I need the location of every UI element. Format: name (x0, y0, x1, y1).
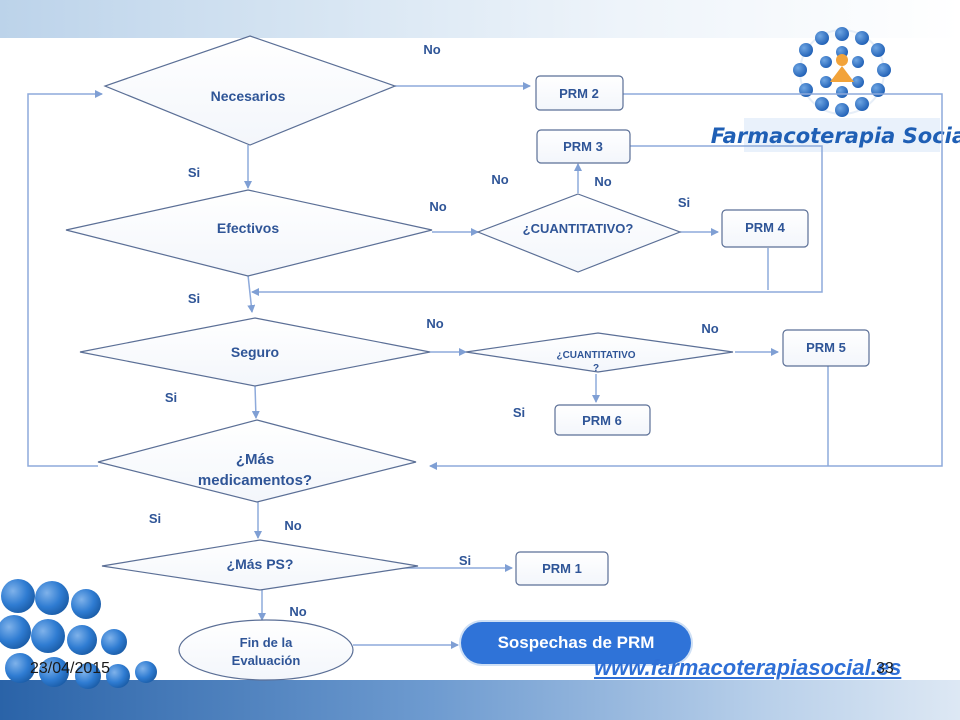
logo-dots-icon (793, 27, 891, 117)
page-number: 33 (876, 660, 894, 677)
bottom-gradient-bar (0, 680, 960, 720)
decision-efectivos (65, 189, 433, 277)
edge-label-si: Si (459, 553, 471, 568)
label-prm4: PRM 4 (745, 220, 786, 235)
box-prm4 (721, 209, 809, 248)
edge-label-no: No (701, 321, 718, 336)
label-mas-medicamentos-1: ¿Más (236, 451, 274, 468)
edge-label-no: No (594, 174, 611, 189)
edge-label-no: No (429, 199, 446, 214)
label-cuantitativo-2b: ? (593, 363, 599, 374)
edge-label-si: Si (188, 165, 200, 180)
box-prm2 (535, 75, 624, 111)
edge-label-si: Si (513, 405, 525, 420)
edge-label-no: No (423, 42, 440, 57)
edge-label-no: No (491, 172, 508, 187)
logo: Farmacoterapia Social (711, 27, 960, 152)
box-prm6 (554, 404, 651, 436)
label-prm2: PRM 2 (559, 86, 599, 101)
label-prm3: PRM 3 (563, 139, 603, 154)
label-end-2: Evaluación (232, 653, 301, 668)
edge-label-no: No (289, 604, 306, 619)
website-link[interactable]: www.farmacoterapiasocial.es (594, 655, 902, 680)
label-seguro: Seguro (231, 344, 279, 360)
edge-label-no: No (284, 518, 301, 533)
label-mas-medicamentos-2: medicamentos? (198, 472, 312, 489)
decision-necesarios (103, 35, 397, 146)
edge-label-si: Si (165, 390, 177, 405)
decision-seguro (79, 317, 431, 387)
footer-date: 23/04/2015 (30, 660, 111, 677)
label-necesarios: Necesarios (211, 88, 286, 104)
connectors (27, 82, 943, 649)
edge-label-si: Si (149, 511, 161, 526)
sospechas-prm-badge: Sospechas de PRM (461, 622, 691, 664)
label-efectivos: Efectivos (217, 220, 279, 236)
label-prm5: PRM 5 (806, 340, 846, 355)
logo-text: Farmacoterapia Social (711, 124, 960, 148)
decision-cuantitativo-1 (476, 193, 682, 273)
end-terminal (178, 619, 354, 681)
label-prm6: PRM 6 (582, 413, 622, 428)
decorative-balls (0, 579, 157, 689)
edge-label-si: Si (188, 291, 200, 306)
decision-mas-ps (101, 539, 419, 591)
label-end-1: Fin de la (240, 635, 294, 650)
top-gradient-bar (0, 0, 960, 38)
decision-mas-medicamentos (97, 419, 417, 503)
label-mas-ps: ¿Más PS? (227, 556, 294, 572)
box-prm5 (782, 329, 870, 367)
box-prm1 (515, 551, 609, 586)
edge-label-si: Si (678, 195, 690, 210)
decision-cuantitativo-2 (465, 332, 734, 373)
label-prm1: PRM 1 (542, 561, 582, 576)
logo-person-icon (830, 54, 854, 82)
label-cuantitativo-2a: ¿CUANTITATIVO (556, 350, 635, 361)
label-cuantitativo-1: ¿CUANTITATIVO? (523, 221, 634, 236)
edge-label-no: No (426, 316, 443, 331)
box-prm3 (536, 129, 631, 164)
